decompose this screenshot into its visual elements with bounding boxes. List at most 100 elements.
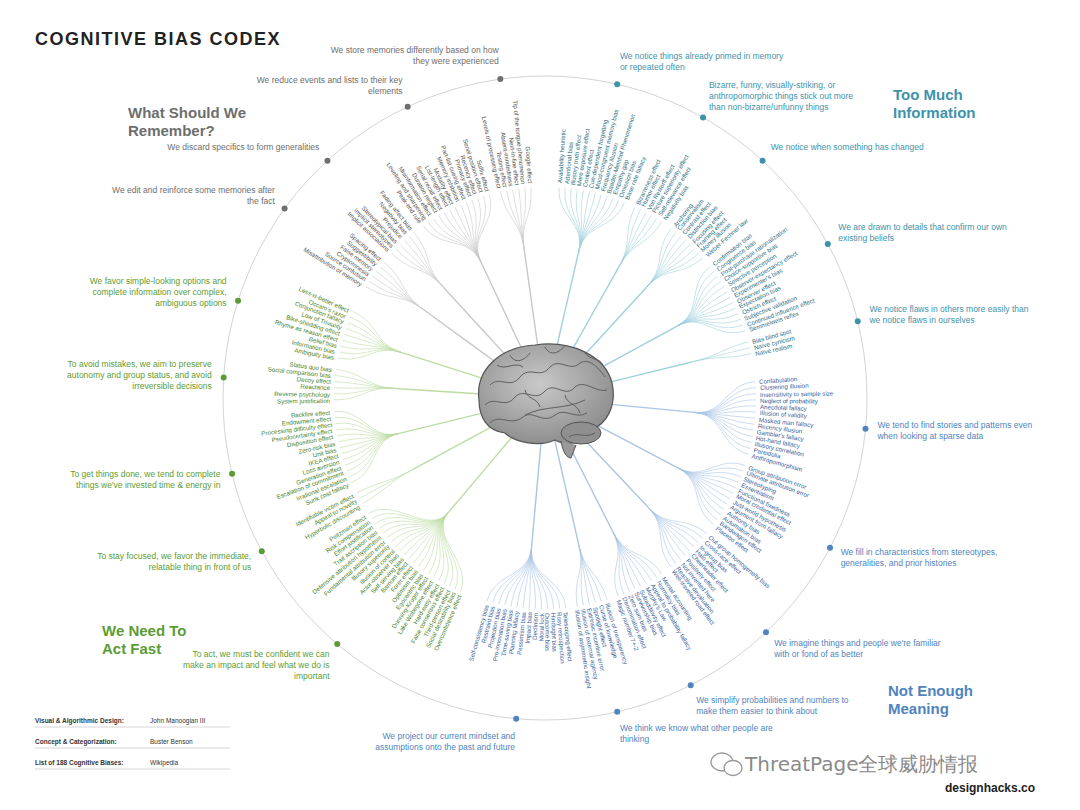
category-dot [827, 545, 833, 551]
branch-line [334, 388, 395, 400]
branch-line [554, 252, 579, 359]
category-description: We are drawn to details that confirm our… [838, 222, 1008, 244]
brain-cerebellum [561, 422, 601, 444]
bias-name: Moral luck [537, 613, 544, 641]
branch-line [450, 210, 482, 262]
branch-line [345, 433, 399, 465]
category-description: We favor simple-looking options and comp… [57, 276, 227, 309]
category-dot [760, 158, 766, 164]
category-description: We discard specifics to form generalitie… [149, 142, 319, 153]
branch-line [579, 192, 590, 252]
branch-line [532, 438, 542, 548]
quadrant-heading: We Need To Act Fast [102, 622, 192, 658]
branch-line [694, 412, 748, 454]
branch-line [694, 406, 756, 413]
branch-line [579, 544, 607, 599]
category-description: To act, we must be confident we can make… [180, 649, 330, 682]
branch-line [375, 513, 448, 524]
branch-line [335, 375, 395, 388]
credit-label: Visual & Algorithmic Design: [35, 716, 124, 725]
category-dot [688, 682, 694, 688]
branch-line [694, 412, 750, 448]
branch-line [691, 354, 752, 363]
branch-line [579, 202, 625, 251]
category-description: We edit and reinforce some memories afte… [105, 184, 275, 206]
bias-name: System justification [277, 396, 330, 403]
branch-line [613, 532, 651, 581]
branch-line [523, 187, 531, 249]
branch-line [646, 236, 680, 287]
category-dot [334, 641, 340, 647]
category-description: Bizarre, funny, visually-striking, or an… [709, 80, 869, 113]
branch-line [691, 342, 749, 362]
branch-line [648, 507, 699, 543]
branch-line [646, 229, 671, 288]
branch-line [373, 276, 424, 309]
brain-gyri [485, 345, 607, 437]
branch-line [348, 323, 402, 353]
quadrant-heading: What Should We Remember? [128, 104, 258, 140]
category-description: To avoid mistakes, we aim to preserve au… [42, 359, 212, 392]
site-credit: designhacks.co [945, 781, 1035, 795]
quadrant-heading: Too Much Information [893, 86, 993, 122]
category-description: To get things done, we tend to complete … [50, 468, 220, 490]
branch-line [443, 513, 458, 589]
branch-line [677, 276, 718, 326]
branch-line [678, 468, 733, 494]
branch-line [648, 507, 694, 547]
branch-line [648, 507, 671, 567]
branch-line [531, 547, 565, 608]
branch-line [694, 400, 756, 413]
branch-line [613, 532, 624, 594]
branch-line [439, 216, 481, 263]
branch-line [478, 194, 491, 262]
branch-line [694, 412, 751, 442]
branch-line [576, 544, 580, 606]
category-description: We simplify probabilities and numbers to… [696, 695, 866, 717]
branch-line [336, 423, 400, 435]
branch-line [678, 468, 718, 520]
bias-name: Hindsight bias [550, 613, 559, 652]
category-description: To stay focused, we favor the immediate,… [81, 551, 251, 573]
category-description: We project our current mindset and assum… [345, 731, 515, 753]
branch-line [400, 245, 443, 288]
branch-line [342, 340, 402, 353]
credit-value: Wikipedia [150, 758, 178, 767]
branch-line [619, 222, 662, 267]
branch-line [341, 433, 399, 453]
credit-label: List of 188 Cognitive Biases: [35, 758, 124, 767]
brain-stem [561, 441, 576, 458]
branch-line [646, 258, 702, 288]
category-description: We fill in characteristics from stereoty… [841, 548, 1011, 570]
branch-line [335, 417, 399, 434]
quadrant-heading: Not Enough Meaning [888, 682, 988, 718]
category-dot [497, 76, 503, 82]
branch-line [694, 412, 752, 436]
branch-line [646, 249, 694, 288]
branch-line [387, 513, 448, 538]
category-description: We notice flaws in others more easily th… [869, 305, 1039, 327]
branch-line [646, 233, 676, 288]
branch-line [579, 544, 602, 601]
branch-line [677, 287, 724, 327]
category-dot [282, 206, 288, 212]
category-description: We tend to find stories and patterns eve… [877, 420, 1047, 442]
branch-line [442, 513, 453, 587]
branch-line [613, 532, 618, 596]
category-dot [614, 709, 620, 715]
branch-line [379, 513, 448, 529]
branch-line [448, 429, 519, 513]
category-description: We notice when something has changed [771, 142, 941, 153]
category-dot [825, 241, 831, 247]
branch-line [678, 468, 721, 515]
branch-line [554, 437, 579, 544]
branch-line [493, 547, 532, 602]
branch-line [579, 200, 619, 252]
branch-line [571, 189, 580, 252]
branch-line [369, 281, 424, 309]
branch-line [409, 236, 443, 287]
branch-line [677, 314, 739, 327]
branch-line [619, 210, 641, 267]
category-dot [229, 471, 235, 477]
